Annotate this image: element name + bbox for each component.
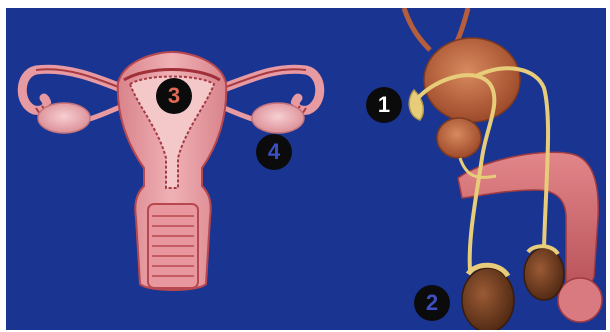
testis-back	[524, 248, 564, 300]
prostate	[437, 118, 481, 158]
bladder	[424, 38, 520, 122]
marker-4-label: 4	[268, 141, 280, 163]
marker-1: 1	[366, 87, 402, 123]
marker-3: 3	[156, 78, 192, 114]
marker-2: 2	[414, 285, 450, 321]
marker-2-label: 2	[426, 292, 438, 314]
diagram-canvas: 1 2 3 4	[6, 8, 606, 330]
testis-front	[462, 268, 514, 330]
marker-1-label: 1	[378, 94, 390, 116]
male-reproductive-illustration	[6, 8, 606, 330]
glans	[558, 278, 602, 322]
marker-3-label: 3	[168, 85, 180, 107]
marker-4: 4	[256, 134, 292, 170]
